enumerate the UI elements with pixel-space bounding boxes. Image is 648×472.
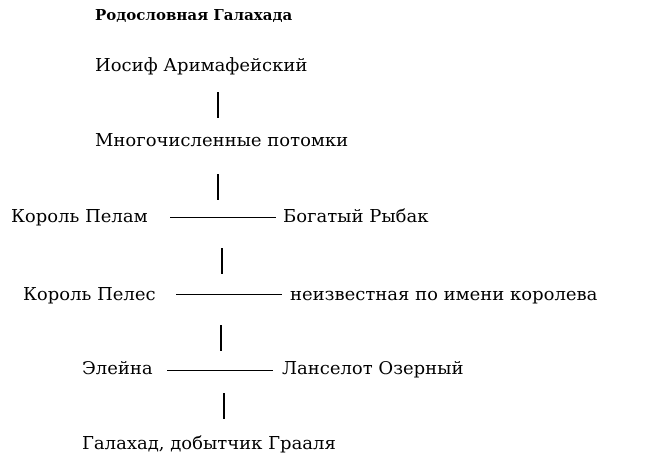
node-joseph: Иосиф Аримафейский [95, 55, 308, 76]
node-queen: неизвестная по имени королева [290, 284, 598, 305]
node-pelam: Король Пелам [11, 206, 148, 227]
union-line-pelam [170, 217, 276, 218]
descent-line-elaine [223, 393, 225, 419]
diagram-title: Родословная Галахада [95, 6, 293, 24]
node-galahad: Галахад, добытчик Грааля [82, 433, 336, 454]
descent-line-descendants [217, 174, 219, 200]
descent-line-joseph [217, 92, 219, 118]
node-elaine: Элейна [82, 358, 153, 379]
descent-line-peles [220, 325, 222, 351]
node-lancelot: Ланселот Озерный [282, 358, 464, 379]
union-line-peles [176, 294, 282, 295]
union-line-elaine [167, 370, 273, 371]
node-fisher-king: Богатый Рыбак [283, 206, 429, 227]
descent-line-pelam [221, 248, 223, 274]
node-peles: Король Пелес [23, 284, 156, 305]
node-descendants: Многочисленные потомки [95, 130, 349, 151]
